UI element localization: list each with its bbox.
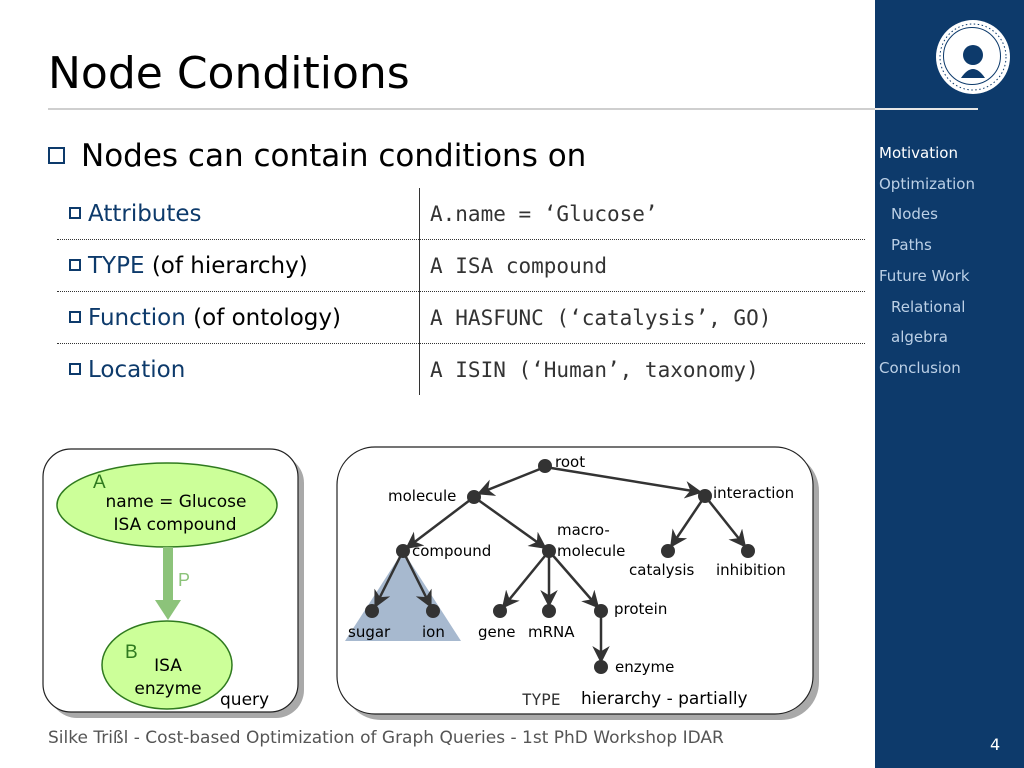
- condition-label: Function: [88, 304, 186, 331]
- condition-expression: A.name = ‘Glucose’: [419, 188, 865, 240]
- hnode-protein: [594, 604, 608, 618]
- edge-macromolecule-gene: [501, 550, 550, 609]
- university-seal-logo: [936, 20, 1010, 94]
- condition-row: Attributes A.name = ‘Glucose’: [57, 188, 865, 240]
- query-edge-line: [163, 547, 173, 603]
- seal-ring: [943, 27, 1001, 85]
- label-molecule: molecule: [388, 487, 456, 505]
- label-macro-line2: molecule: [557, 542, 625, 560]
- edge-compound-ion: [401, 550, 432, 609]
- caption-code: TYPE: [522, 690, 561, 709]
- checkbox-bullet-icon: [69, 310, 81, 323]
- hnode-macromolecule: [542, 544, 556, 558]
- node-b-line2: enzyme: [134, 679, 201, 699]
- sidebar-item-optimization[interactable]: Optimization: [879, 174, 975, 193]
- label-compound: compound: [412, 542, 491, 560]
- query-diagram: A name = Glucose ISA compound P B ISA en…: [42, 448, 304, 718]
- hnode-inhibition: [741, 544, 755, 558]
- main-bullet-text: Nodes can contain conditions on: [81, 138, 587, 174]
- sidebar-item-future-work[interactable]: Future Work: [879, 266, 970, 285]
- caption-text: hierarchy - partially: [581, 689, 748, 709]
- condition-row: TYPE (of hierarchy)A ISA compound: [57, 239, 865, 292]
- edge-compound-sugar: [374, 550, 405, 609]
- sidebar-item-algebra[interactable]: algebra: [891, 328, 948, 347]
- hnode-mrna: [542, 604, 556, 618]
- edge-interaction-catalysis: [670, 495, 707, 548]
- condition-suffix: (of ontology): [185, 304, 341, 331]
- label-inhibition: inhibition: [716, 561, 786, 579]
- hnode-compound: [396, 544, 410, 558]
- edge-root-interaction: [544, 465, 703, 499]
- label-ion: ion: [422, 623, 445, 641]
- sidebar-item-nodes[interactable]: Nodes: [891, 205, 938, 224]
- condition-label-cell: Location: [57, 343, 420, 395]
- title-divider: [48, 108, 978, 110]
- condition-suffix: (of hierarchy): [144, 252, 308, 279]
- checkbox-bullet-icon: [69, 206, 81, 219]
- hnode-catalysis: [661, 544, 675, 558]
- edge-molecule-compound: [405, 496, 475, 550]
- query-node-b: [101, 620, 233, 710]
- condition-label-cell: Attributes: [57, 188, 420, 240]
- node-a-line2: ISA compound: [114, 515, 237, 535]
- condition-label: TYPE: [88, 252, 145, 279]
- edge-root-molecule: [476, 465, 546, 496]
- hnode-root: [538, 459, 552, 473]
- edge-molecule-macromolecule: [473, 495, 547, 550]
- hnode-gene: [493, 604, 507, 618]
- label-gene: gene: [478, 623, 516, 641]
- condition-label-cell: Function (of ontology): [57, 291, 420, 344]
- condition-expression: A ISA compound: [419, 239, 865, 292]
- hnode-sugar: [365, 604, 379, 618]
- sidebar-item-paths[interactable]: Paths: [891, 236, 932, 255]
- label-enzyme: enzyme: [615, 658, 674, 676]
- footer-text: Silke Trißl - Cost-based Optimization of…: [48, 728, 724, 748]
- node-a-letter: A: [93, 472, 106, 493]
- title-divider-accent: [875, 108, 978, 110]
- node-a-line1: name = Glucose: [106, 492, 247, 512]
- condition-label: Attributes: [88, 200, 202, 227]
- condition-label-cell: TYPE (of hierarchy): [57, 239, 420, 292]
- page-title: Node Conditions: [48, 48, 410, 99]
- sidebar-item-relational[interactable]: Relational: [891, 297, 966, 316]
- hierarchy-diagram: root molecule interaction macro- molecul…: [336, 446, 819, 720]
- node-b-line1: ISA: [154, 656, 182, 676]
- hnode-molecule: [467, 490, 481, 504]
- edge-macromolecule-protein: [548, 550, 600, 609]
- label-catalysis: catalysis: [629, 561, 695, 579]
- condition-row: Location A ISIN (‘Human’, taxonomy): [57, 343, 865, 395]
- label-root: root: [555, 453, 585, 471]
- sidebar: [875, 0, 1024, 768]
- label-mrna: mRNA: [528, 623, 575, 641]
- node-b-letter: B: [125, 642, 138, 663]
- main-bullet: Nodes can contain conditions on: [48, 138, 586, 174]
- label-protein: protein: [614, 600, 667, 618]
- hnode-interaction: [698, 489, 712, 503]
- hnode-enzyme: [594, 660, 608, 674]
- label-sugar: sugar: [348, 623, 391, 641]
- condition-label: Location: [88, 356, 186, 383]
- label-interaction: interaction: [713, 484, 794, 502]
- label-macro-line1: macro-: [557, 521, 610, 539]
- condition-expression: A ISIN (‘Human’, taxonomy): [419, 343, 865, 395]
- sidebar-item-conclusion[interactable]: Conclusion: [879, 358, 961, 377]
- condition-expression: A HASFUNC (‘catalysis’, GO): [419, 291, 865, 344]
- hnode-ion: [426, 604, 440, 618]
- query-caption: query: [220, 690, 269, 710]
- edge-interaction-inhibition: [704, 495, 747, 548]
- compound-subtree-triangle: [345, 551, 461, 641]
- checkbox-bullet-icon: [69, 362, 81, 375]
- seal-portrait-icon: [939, 23, 1007, 91]
- page-number: 4: [990, 735, 1001, 754]
- condition-row: Function (of ontology)A HASFUNC (‘cataly…: [57, 291, 865, 344]
- checkbox-bullet-icon: [48, 147, 65, 164]
- checkbox-bullet-icon: [69, 258, 81, 271]
- query-edge-label: P: [178, 570, 190, 590]
- sidebar-item-motivation[interactable]: Motivation: [879, 144, 958, 162]
- query-edge-arrowhead: [155, 600, 181, 620]
